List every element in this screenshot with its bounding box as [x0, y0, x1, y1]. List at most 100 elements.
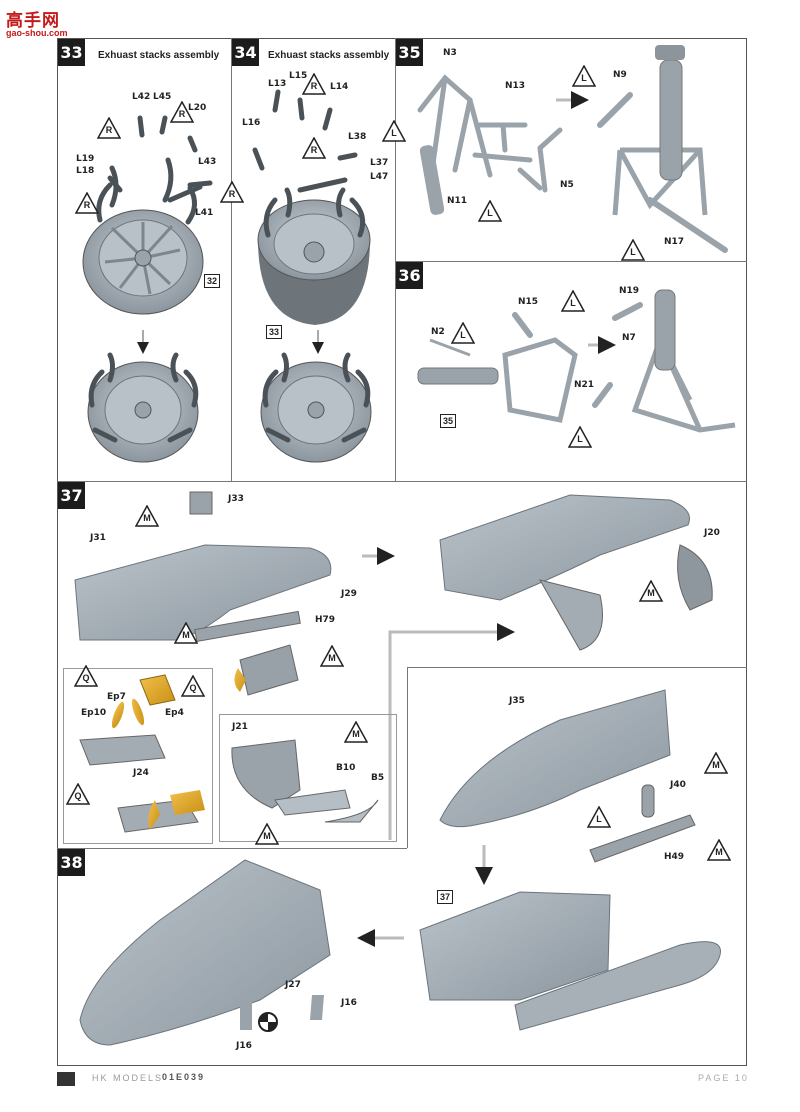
- marker-l-triangle: L: [572, 65, 596, 87]
- divider-34-35: [395, 38, 396, 481]
- marker-q-triangle: Q: [66, 783, 90, 805]
- marker-q-triangle: Q: [74, 665, 98, 687]
- step-38-badge: 38: [58, 849, 85, 876]
- step-36-badge: 36: [396, 262, 423, 289]
- marker-r-triangle: R: [75, 192, 99, 214]
- step-34-title: Exhuast stacks assembly: [268, 50, 390, 61]
- part-l38: L38: [348, 132, 367, 142]
- part-ep10: Ep10: [81, 708, 107, 718]
- part-n13: N13: [505, 81, 526, 91]
- part-j31: J31: [90, 533, 106, 543]
- marker-m-triangle: M: [704, 752, 728, 774]
- part-n7: N7: [622, 333, 636, 343]
- part-j20: J20: [704, 528, 720, 538]
- marker-q-triangle: Q: [181, 675, 205, 697]
- part-j33: J33: [228, 494, 244, 504]
- part-l37: L37: [370, 158, 389, 168]
- part-j16-right: J16: [341, 998, 357, 1008]
- marker-m-triangle: M: [135, 505, 159, 527]
- divider-37-38: [57, 848, 407, 849]
- marker-l-triangle: L: [451, 322, 475, 344]
- part-j16-left: J16: [236, 1041, 252, 1051]
- watermark-logo: 高手网: [6, 11, 60, 31]
- step-37-fuselage-assembled: [439, 494, 713, 651]
- part-l41: L41: [195, 208, 214, 218]
- step-37-inset-left: [63, 668, 213, 844]
- part-n21: N21: [574, 380, 595, 390]
- marker-l-triangle: L: [561, 290, 585, 312]
- part-h49: H49: [664, 852, 685, 862]
- part-j21: J21: [232, 722, 248, 732]
- part-ep4: Ep4: [165, 708, 184, 718]
- part-j35: J35: [509, 696, 525, 706]
- part-n15: N15: [518, 297, 539, 307]
- marker-m-triangle: M: [174, 622, 198, 644]
- marker-l-triangle: L: [568, 426, 592, 448]
- part-j24: J24: [133, 768, 149, 778]
- marker-l-triangle: L: [478, 200, 502, 222]
- ref-step-35: 35: [440, 414, 457, 428]
- part-n2: N2: [431, 327, 445, 337]
- marker-m-triangle: M: [639, 580, 663, 602]
- marker-m-triangle: M: [707, 839, 731, 861]
- part-n9: N9: [613, 70, 627, 80]
- part-j27: J27: [285, 980, 301, 990]
- ref-step-32: 32: [204, 274, 221, 288]
- step-37-fuselage-closed: [419, 891, 721, 1031]
- part-l15: L15: [289, 71, 308, 81]
- part-ep7: Ep7: [107, 692, 126, 702]
- part-l13: L13: [268, 79, 287, 89]
- part-b5: B5: [371, 773, 385, 783]
- part-n3: N3: [443, 48, 457, 58]
- part-j29: J29: [341, 589, 357, 599]
- part-l19: L19: [76, 154, 95, 164]
- step-37-inset-panel: [231, 739, 379, 823]
- marker-l-triangle: L: [621, 239, 645, 261]
- divider-37-inner: [407, 667, 408, 848]
- part-l47: L47: [370, 172, 389, 182]
- step-34-engine-bottom: [260, 352, 372, 463]
- marker-m-triangle: M: [344, 721, 368, 743]
- part-n17: N17: [664, 237, 685, 247]
- part-l16: L16: [242, 118, 261, 128]
- part-b10: B10: [336, 763, 356, 773]
- marker-r-triangle: R: [170, 101, 194, 123]
- part-j40: J40: [670, 780, 686, 790]
- part-n19: N19: [619, 286, 640, 296]
- divider-33-34: [231, 38, 232, 481]
- footer-brand: HK MODELS: [92, 1073, 164, 1083]
- divider-35-36: [395, 261, 747, 262]
- marker-m-triangle: M: [255, 823, 279, 845]
- step-37-inset-seat: [79, 674, 205, 833]
- step-37-fuselage-left: [74, 491, 332, 696]
- part-l43: L43: [198, 157, 217, 167]
- watermark-url: gao-shou.com: [6, 28, 68, 38]
- step-33-badge: 33: [58, 39, 85, 66]
- marker-r-triangle: R: [97, 117, 121, 139]
- step-37-inset-right: [219, 714, 397, 842]
- step-35-gear-parts: [417, 74, 563, 193]
- marker-r-triangle: R: [302, 73, 326, 95]
- ref-step-37: 37: [437, 890, 454, 904]
- step-35-badge: 35: [396, 39, 423, 66]
- marker-r-triangle: R: [302, 137, 326, 159]
- part-l14: L14: [330, 82, 349, 92]
- marker-l-triangle: L: [587, 806, 611, 828]
- part-n11: N11: [447, 196, 468, 206]
- step-34-badge: 34: [232, 39, 259, 66]
- marker-r-triangle: R: [220, 181, 244, 203]
- part-l20: L20: [188, 103, 207, 113]
- step-35-assembled-gear: [597, 45, 728, 253]
- page-frame: [57, 38, 747, 1066]
- step-37-fuselage-right: [439, 689, 696, 863]
- ref-step-33: 33: [266, 325, 283, 339]
- part-h79: H79: [315, 615, 336, 625]
- part-n5: N5: [560, 180, 574, 190]
- part-l42: L42: [132, 92, 151, 102]
- divider-top-37: [57, 481, 747, 482]
- part-l18: L18: [76, 166, 95, 176]
- marker-m-triangle: M: [320, 645, 344, 667]
- part-l45: L45: [153, 92, 172, 102]
- step-33-engine-bottom: [87, 352, 199, 463]
